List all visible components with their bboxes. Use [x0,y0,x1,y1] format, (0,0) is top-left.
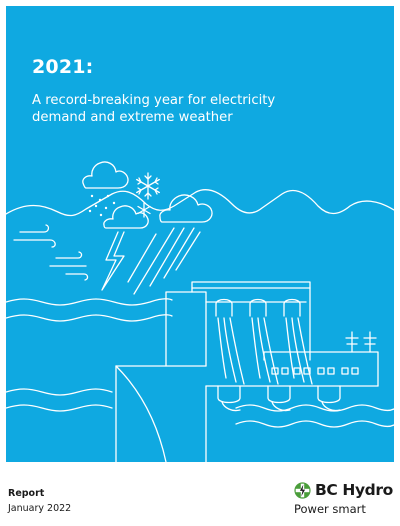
rain-lines [127,227,201,295]
cloud-icon [82,161,129,189]
bc-hydro-logo: BC Hydro [294,481,393,499]
lightning-bolt-icon [101,231,125,291]
dam-weather-illustration [6,161,394,462]
dam-structure [115,281,379,462]
transmission-tower-icon [345,331,377,353]
cover-panel: 2021: A record-breaking year for electri… [6,6,394,462]
cloud-icon-middle [103,205,149,229]
cloud-icon-right [159,194,213,223]
mountain-line [6,189,394,217]
power-house-windows [271,367,359,375]
brand-name: BC Hydro [315,481,393,499]
report-type-label: Report [8,488,45,499]
cover-subtitle: A record-breaking year for electricity d… [32,93,276,125]
wind-lines-icon [13,224,89,281]
snow-dots [88,194,116,217]
report-date: January 2022 [8,503,72,514]
snowflake-icon [136,172,160,200]
brand-tagline: Power smart [294,502,366,516]
water-waves [6,298,394,428]
bc-hydro-lightning-logo-icon [294,481,311,499]
cover-title-year: 2021: [32,56,94,78]
